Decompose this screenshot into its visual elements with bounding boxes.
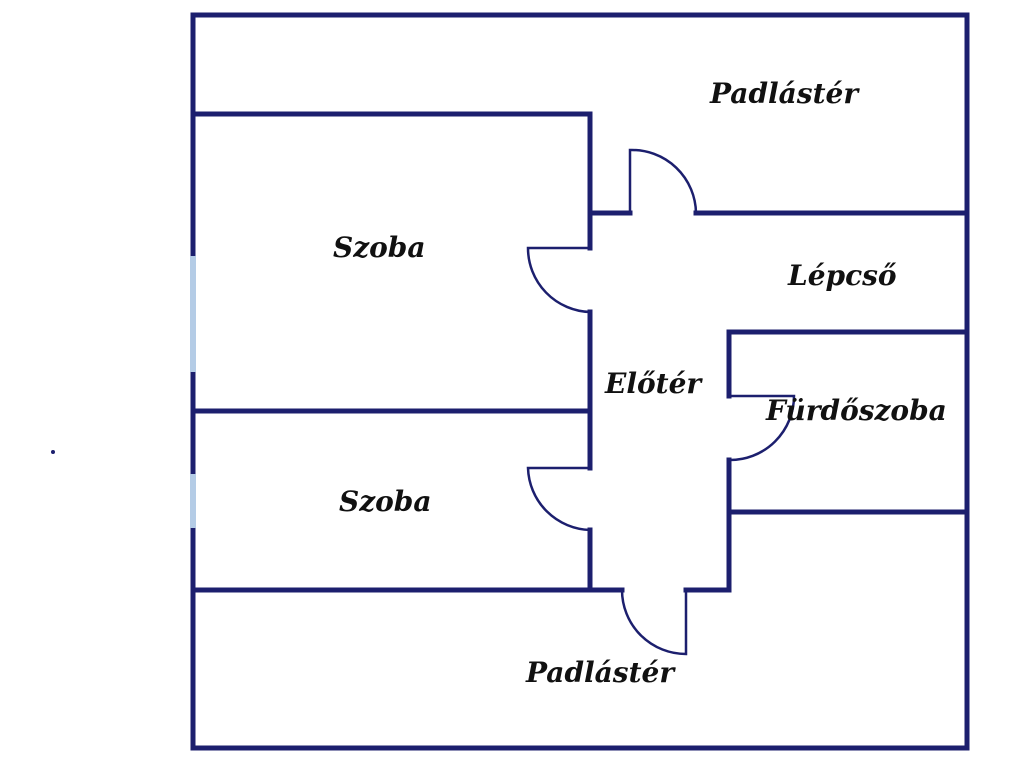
label-attic-bottom: Padlástér	[525, 656, 676, 689]
door-attic-top	[628, 148, 698, 214]
stray-dot	[51, 450, 55, 454]
label-hallway: Előtér	[604, 367, 703, 400]
label-room-upper: Szoba	[333, 231, 426, 264]
door-attic-bottom	[620, 589, 688, 656]
doors	[526, 148, 796, 656]
label-stairs: Lépcső	[787, 259, 897, 292]
door-bathroom	[728, 394, 796, 462]
label-room-lower: Szoba	[339, 485, 432, 518]
outer-walls	[190, 12, 970, 751]
door-room-upper	[526, 246, 591, 314]
interior-walls	[190, 111, 970, 593]
room-labels: Padlástér Szoba Lépcső Előtér Fürdőszoba…	[333, 77, 947, 689]
door-room-lower	[526, 466, 591, 532]
label-attic-top: Padlástér	[709, 77, 860, 110]
label-bathroom: Fürdőszoba	[765, 394, 947, 427]
